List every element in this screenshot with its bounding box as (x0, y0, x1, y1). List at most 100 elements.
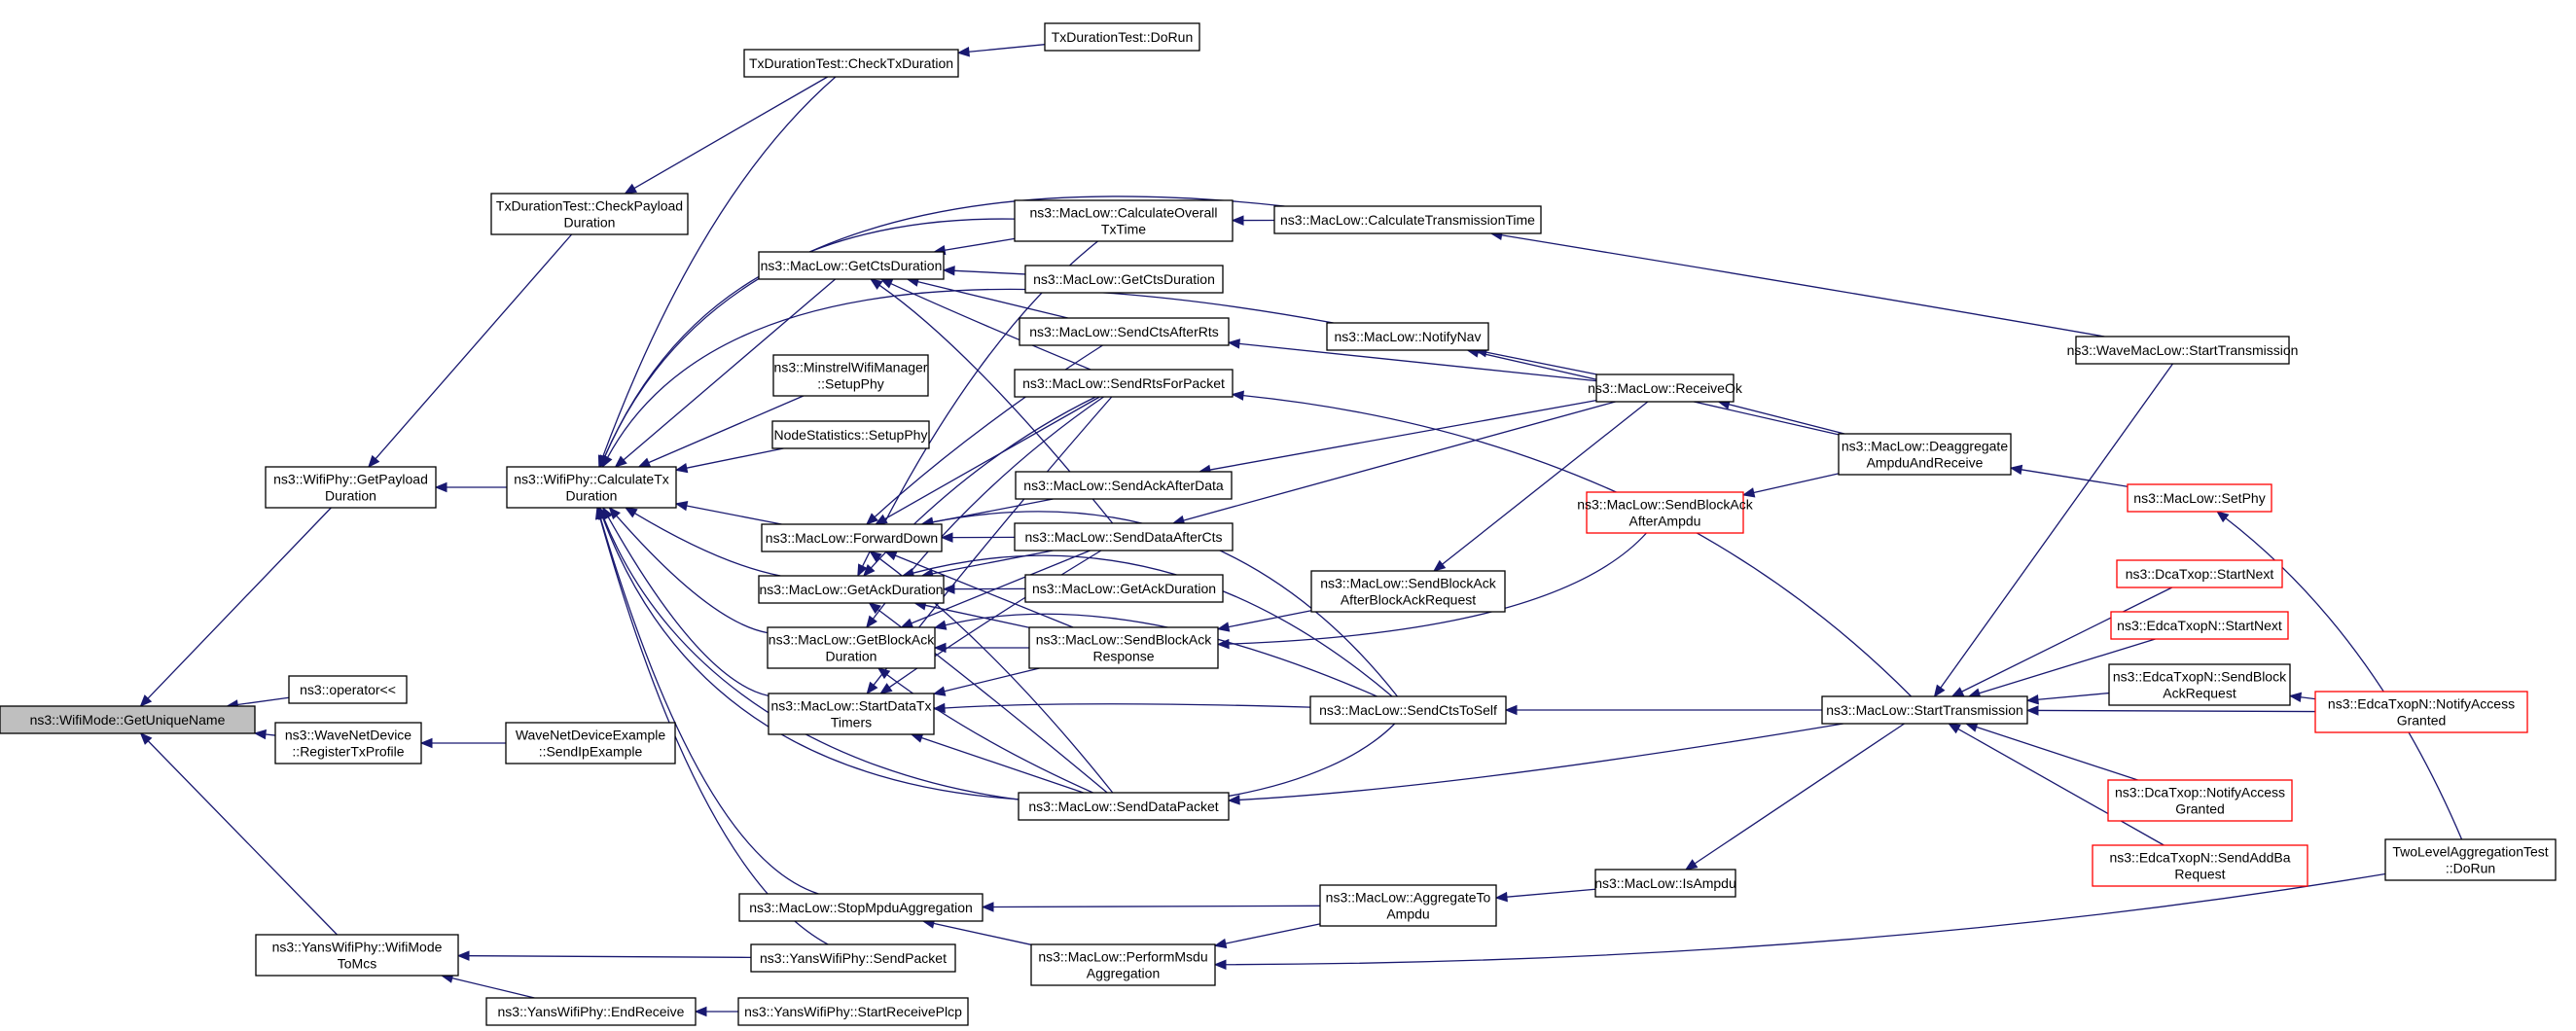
edge-line (1183, 401, 1616, 521)
arrowhead-icon (1213, 938, 1228, 949)
node-nodestats[interactable]: NodeStatistics::SetupPhy (771, 420, 930, 449)
node-sendrts[interactable]: ns3::MacLow::SendRtsForPacket (1014, 369, 1234, 398)
edge-aggregateto-to-performmsdu (1213, 923, 1321, 949)
node-root[interactable]: ns3::WifiMode::GetUniqueName (0, 705, 256, 734)
node-endreceive[interactable]: ns3::YansWifiPhy::EndReceive (485, 997, 697, 1026)
arrowhead-icon (1231, 215, 1244, 226)
node-minstrel[interactable]: ns3::MinstrelWifiManager::SetupPhy (772, 354, 929, 397)
node-label: ::DoRun (2446, 861, 2495, 876)
node-senddatapkt[interactable]: ns3::MacLow::SendDataPacket (1018, 792, 1230, 821)
node-label: Duration (566, 488, 618, 504)
node-fwddown[interactable]: ns3::MacLow::ForwardDown (761, 523, 943, 552)
node-label: ns3::MacLow::CalculateTransmissionTime (1280, 212, 1535, 228)
arrowhead-icon (2009, 464, 2023, 476)
node-wavesendip[interactable]: WaveNetDeviceExample::SendIpExample (505, 722, 676, 764)
node-label: ns3::MacLow::CalculateOverall (1030, 205, 1218, 221)
node-label: ns3::MacLow::StopMpduAggregation (749, 900, 973, 915)
arrowhead-icon (879, 683, 893, 694)
arrowhead-icon (2025, 705, 2039, 716)
node-calctrans[interactable]: ns3::MacLow::CalculateTransmissionTime (1273, 205, 1542, 234)
node-dcanext[interactable]: ns3::DcaTxop::StartNext (2116, 559, 2283, 588)
node-label: ns3::MacLow::PerformMsdu (1038, 949, 1207, 965)
node-wavestart[interactable]: ns3::WaveMacLow::StartTransmission (2067, 336, 2299, 365)
edge-fwddown-to-calctx (674, 500, 782, 525)
node-notifynav[interactable]: ns3::MacLow::NotifyNav (1326, 322, 1489, 351)
node-isampdu[interactable]: ns3::MacLow::IsAmpdu (1594, 869, 1736, 898)
node-setphy[interactable]: ns3::MacLow::SetPhy (2127, 483, 2272, 513)
node-dorun[interactable]: TxDurationTest::DoRun (1044, 22, 1200, 52)
node-label: Request (2174, 867, 2225, 882)
node-getcts[interactable]: ns3::MacLow::GetCtsDuration (758, 251, 945, 280)
node-box (505, 722, 676, 764)
node-sendbareq[interactable]: ns3::MacLow::SendBlockAckAfterBlockAckRe… (1310, 570, 1506, 613)
edge-line (953, 269, 1026, 275)
node-label: ns3::MinstrelWifiManager (774, 360, 928, 375)
node-edcanext[interactable]: ns3::EdcaTxopN::StartNext (2110, 611, 2289, 640)
edge-line (2021, 469, 2129, 487)
node-starttrans[interactable]: ns3::MacLow::StartTransmission (1821, 695, 2028, 725)
node-label: ns3::MacLow::SendDataPacket (1028, 799, 1218, 814)
node-stopmpdu[interactable]: ns3::MacLow::StopMpduAggregation (738, 893, 984, 922)
node-getack[interactable]: ns3::MacLow::GetAckDuration (758, 575, 945, 604)
node-wavereg[interactable]: ns3::WaveNetDevice::RegisterTxProfile (274, 722, 422, 764)
edge-aggregateto-to-stopmpdu (981, 902, 1321, 912)
node-box (2107, 779, 2293, 822)
arrowhead-icon (456, 950, 470, 961)
node-label: ns3::EdcaTxopN::SendAddBa (2109, 850, 2290, 866)
arrowhead-icon (608, 507, 621, 520)
node-box (758, 251, 945, 280)
node-label: Duration (826, 649, 877, 664)
node-senddataafter[interactable]: ns3::MacLow::SendDataAfterCts (1014, 522, 1234, 551)
node-box (750, 943, 956, 973)
node-operator[interactable]: ns3::operator<< (288, 675, 408, 704)
edge-twolevel-to-setphy (2216, 511, 2463, 840)
node-box (1014, 522, 1234, 551)
node-box (2384, 838, 2557, 881)
arrowhead-icon (367, 454, 380, 468)
edge-calctx-to-getpayload (434, 481, 507, 493)
edge-line (1238, 342, 1597, 382)
node-checktx[interactable]: TxDurationTest::CheckTxDuration (743, 49, 959, 78)
node-yanssend[interactable]: ns3::YansWifiPhy::SendPacket (750, 943, 956, 973)
node-box (1310, 570, 1506, 613)
node-getcts2[interactable]: ns3::MacLow::GetCtsDuration (1024, 265, 1224, 294)
node-box (1018, 792, 1230, 821)
edge-line (265, 733, 276, 736)
node-label: ::SendIpExample (539, 744, 643, 760)
node-receiveok[interactable]: ns3::MacLow::ReceiveOk (1588, 373, 1743, 403)
node-sendctsafter[interactable]: ns3::MacLow::SendCtsAfterRts (1019, 317, 1230, 346)
node-label: ns3::MacLow::SendCtsAfterRts (1029, 324, 1219, 339)
edge-getpayload-to-root (139, 507, 332, 707)
node-sendctsself[interactable]: ns3::MacLow::SendCtsToSelf (1309, 695, 1507, 725)
node-box (1326, 322, 1489, 351)
edge-line (1694, 723, 1905, 865)
edge-edcanext-to-starttrans (1967, 638, 2156, 698)
edge-line (375, 233, 573, 460)
node-sendackafter[interactable]: ns3::MacLow::SendAckAfterData (1015, 471, 1233, 500)
edge-senddataafter-to-fwddown (940, 532, 1016, 543)
edge-wavereg-to-root (253, 729, 276, 740)
node-startreceive[interactable]: ns3::YansWifiPhy::StartReceivePlcp (737, 997, 969, 1026)
node-getack2[interactable]: ns3::MacLow::GetAckDuration (1024, 574, 1224, 603)
edge-wavestart-to-starttrans (1933, 363, 2173, 698)
edge-line (992, 905, 1321, 908)
edge-edcanotify-to-starttrans (2025, 705, 2316, 716)
node-label: AckRequest (2163, 686, 2236, 701)
node-twolevel[interactable]: TwoLevelAggregationTest::DoRun (2384, 838, 2557, 881)
